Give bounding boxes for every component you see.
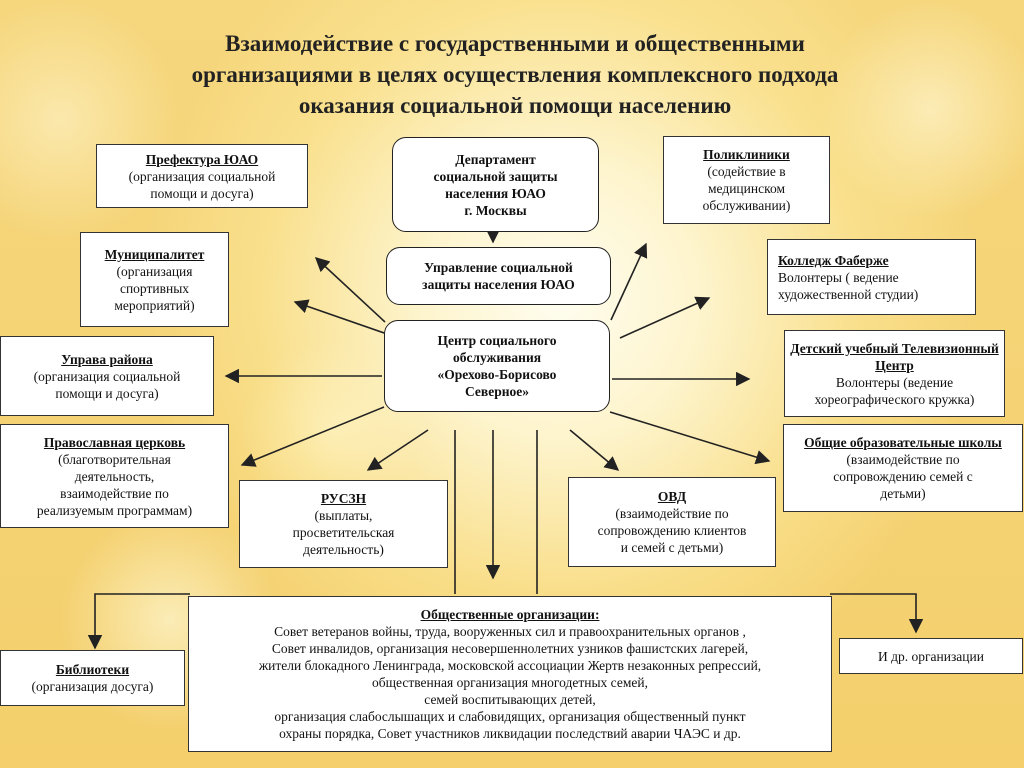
polyclinics-heading: Поликлиники [703,147,790,162]
uprava-heading: Управа района [61,351,153,367]
ruszn-box: РУСЗН (выплаты, просветительская деятель… [239,480,448,568]
municipalitet-body-1: (организация [116,263,193,279]
church-body-3: взаимодействие по [60,485,169,501]
center-line-4: Северное» [465,384,529,399]
schools-heading: Общие образовательные школы [804,435,1002,450]
polyclinics-body-3: обслуживании) [702,198,791,213]
church-body-4: реализуемым программам) [36,502,193,518]
church-body-1: (благотворительная [58,451,171,467]
faberge-box: Колледж Фаберже Волонтеры ( ведение худо… [767,239,976,315]
libraries-body-1: (организация досуга) [31,679,154,694]
tv-center-box: Детский учебный Телевизионный Центр Воло… [784,330,1005,417]
ovd-body-3: и семей с детьми) [620,540,724,555]
public-orgs-heading: Общественные организации: [420,607,600,622]
polyclinics-body-1: (содействие в [707,164,786,179]
public-orgs-body-4: общественная организация многодетных сем… [372,675,648,690]
prefektura-heading: Префектура ЮАО [145,151,259,167]
prefektura-body-2: помощи и досуга) [150,185,254,201]
ruszn-heading: РУСЗН [320,491,367,506]
prefektura-body-1: (организация социальной [128,168,276,184]
tv-center-heading: Детский учебный Телевизионный Центр [790,340,999,373]
public-orgs-body-6: организация слабослышащих и слабовидящих… [274,709,746,724]
schools-body-1: (взаимодействие по [846,452,960,467]
faberge-body-1: Волонтеры ( ведение [778,269,899,285]
polyclinics-box: Поликлиники (содействие в медицинском об… [663,136,830,224]
department-line-2: социальной защиты [433,168,558,184]
center-box: Центр социального обслуживания «Орехово-… [384,320,610,412]
public-orgs-body-2: Совет инвалидов, организация несовершенн… [271,641,749,656]
municipalitet-body-3: мероприятий) [114,297,195,313]
schools-body-2: сопровождению семей с [833,469,973,484]
ovd-heading: ОВД [657,489,687,504]
church-heading: Православная церковь [43,434,186,450]
ovd-body-2: сопровождению клиентов [597,523,747,538]
ruszn-body-2: просветительская [292,525,395,540]
center-line-1: Центр социального [437,333,557,348]
faberge-heading: Колледж Фаберже [778,252,889,268]
ruszn-body-1: (выплаты, [314,508,373,523]
ovd-body-1: (взаимодействие по [615,506,729,521]
public-orgs-body-7: охраны порядка, Совет участников ликвида… [279,726,741,741]
title-line-1: Взаимодействие с государственными и обще… [225,31,805,56]
uprava-body-2: помощи и досуга) [55,385,159,401]
ruszn-body-3: деятельность) [303,542,384,557]
tv-center-body-2: хореографического кружка) [814,391,975,407]
upravlenie-line-1: Управление социальной [424,260,573,275]
department-line-3: населения ЮАО [445,185,546,201]
department-line-1: Департамент [455,151,536,167]
schools-box: Общие образовательные школы (взаимодейст… [783,424,1023,512]
title-line-2: организациями в целях осуществления комп… [191,62,839,87]
uprava-body-1: (организация социальной [33,368,181,384]
public-orgs-body-5: семей воспитывающих детей, [424,692,596,707]
upravlenie-box: Управление социальной защиты населения Ю… [386,247,611,305]
polyclinics-body-2: медицинском [707,181,786,196]
tv-center-body-1: Волонтеры (ведение [835,374,954,390]
libraries-heading: Библиотеки [55,662,130,677]
faberge-body-2: художественной студии) [778,286,919,302]
department-line-4: г. Москвы [464,202,527,218]
center-line-2: обслуживания [452,350,542,365]
public-orgs-body-3: жители блокадного Ленинграда, московской… [258,658,762,673]
others-body-1: И др. организации [878,648,984,664]
others-box: И др. организации [839,638,1023,674]
upravlenie-line-2: защиты населения ЮАО [422,277,575,292]
page-title: Взаимодействие с государственными и обще… [90,28,940,121]
public-orgs-body-1: Совет ветеранов войны, труда, вооруженны… [274,624,746,639]
libraries-box: Библиотеки (организация досуга) [0,650,185,706]
municipalitet-body-2: спортивных [119,280,190,296]
uprava-box: Управа района (организация социальной по… [0,336,214,416]
department-box: Департамент социальной защиты населения … [392,137,599,232]
municipalitet-box: Муниципалитет (организация спортивных ме… [80,232,229,327]
public-orgs-box: Общественные организации: Совет ветерано… [188,596,832,752]
prefektura-box: Префектура ЮАО (организация социальной п… [96,144,308,208]
center-line-3: «Орехово-Борисово [437,367,557,382]
ovd-box: ОВД (взаимодействие по сопровождению кли… [568,477,776,567]
title-line-3: оказания социальной помощи населению [298,93,732,118]
church-body-2: деятельность, [74,468,155,484]
schools-body-3: детьми) [880,486,926,501]
church-box: Православная церковь (благотворительная … [0,424,229,528]
municipalitet-heading: Муниципалитет [104,246,205,262]
